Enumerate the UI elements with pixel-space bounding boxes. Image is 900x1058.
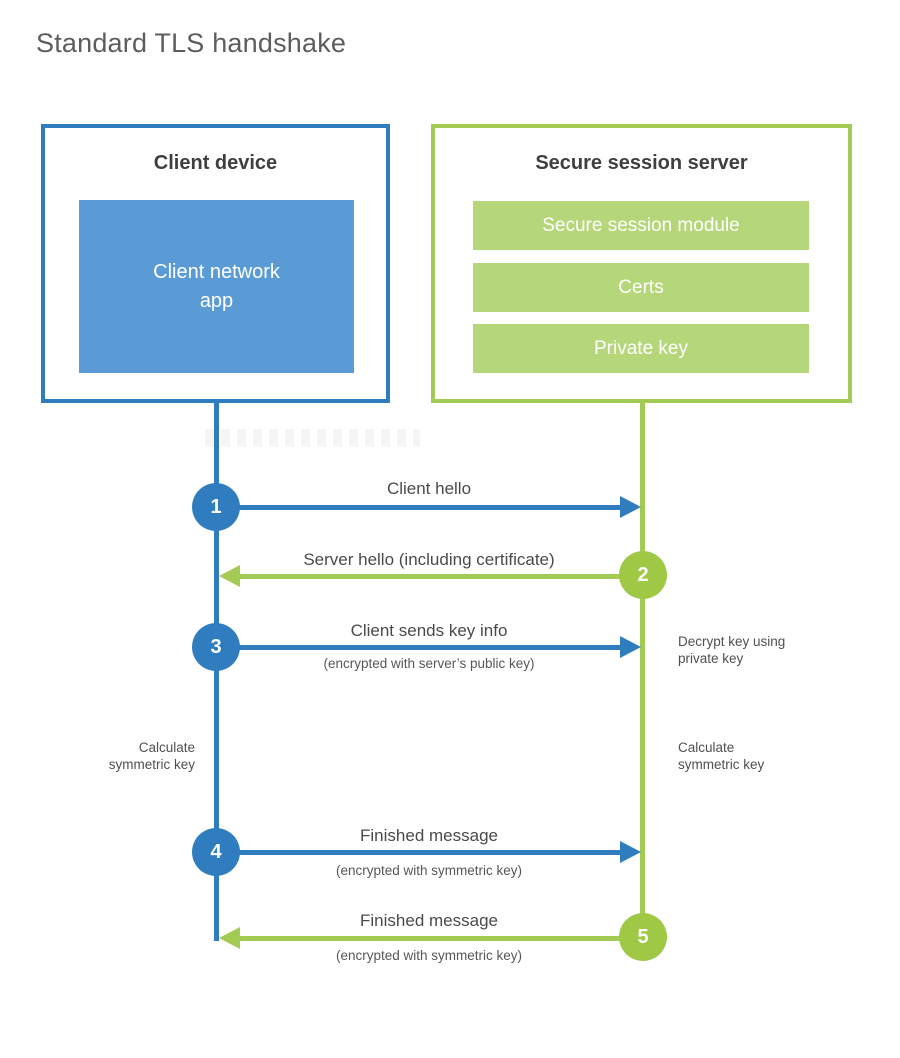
arrow-5-line [240, 936, 643, 941]
arrow-3-head-icon [620, 636, 641, 658]
arrow-5-head-icon [219, 927, 240, 949]
step-4-sublabel: (encrypted with symmetric key) [335, 863, 523, 878]
arrow-3-line [216, 645, 620, 650]
note-calculate-symmetric-key-client: Calculate symmetric key [108, 740, 195, 772]
server-lifeline [640, 403, 645, 943]
step-2-badge: 2 [619, 551, 667, 599]
arrow-2-line [240, 574, 643, 579]
note-decrypt-key: Decrypt key using private key [678, 634, 786, 666]
arrow-1-line [216, 505, 620, 510]
step-3-label: Client sends key info [350, 621, 508, 640]
arrow-4-line [216, 850, 620, 855]
step-4-label: Finished message [360, 826, 498, 845]
client-network-app-box: Client network app [79, 200, 354, 373]
arrow-2-head-icon [219, 565, 240, 587]
client-lifeline [214, 403, 219, 941]
client-device-title: Client device [153, 152, 278, 174]
step-2-label: Server hello (including certificate) [303, 550, 555, 569]
secure-session-server-title: Secure session server [535, 152, 748, 174]
faint-artifact [205, 429, 420, 447]
step-3-badge: 3 [192, 623, 240, 671]
arrow-1-head-icon [620, 496, 641, 518]
arrow-4-head-icon [620, 841, 641, 863]
step-5-badge: 5 [619, 913, 667, 961]
step-4-badge: 4 [192, 828, 240, 876]
step-1-badge: 1 [192, 483, 240, 531]
server-module-secure-session: Secure session module [473, 201, 809, 250]
step-3-sublabel: (encrypted with server’s public key) [323, 656, 535, 671]
step-1-label: Client hello [386, 479, 472, 498]
note-calculate-symmetric-key-server: Calculate symmetric key [678, 740, 765, 772]
page-title: Standard TLS handshake [36, 28, 347, 58]
server-module-private-key: Private key [473, 324, 809, 373]
step-5-label: Finished message [360, 911, 498, 930]
server-module-certs: Certs [473, 263, 809, 312]
step-5-sublabel: (encrypted with symmetric key) [335, 948, 523, 963]
